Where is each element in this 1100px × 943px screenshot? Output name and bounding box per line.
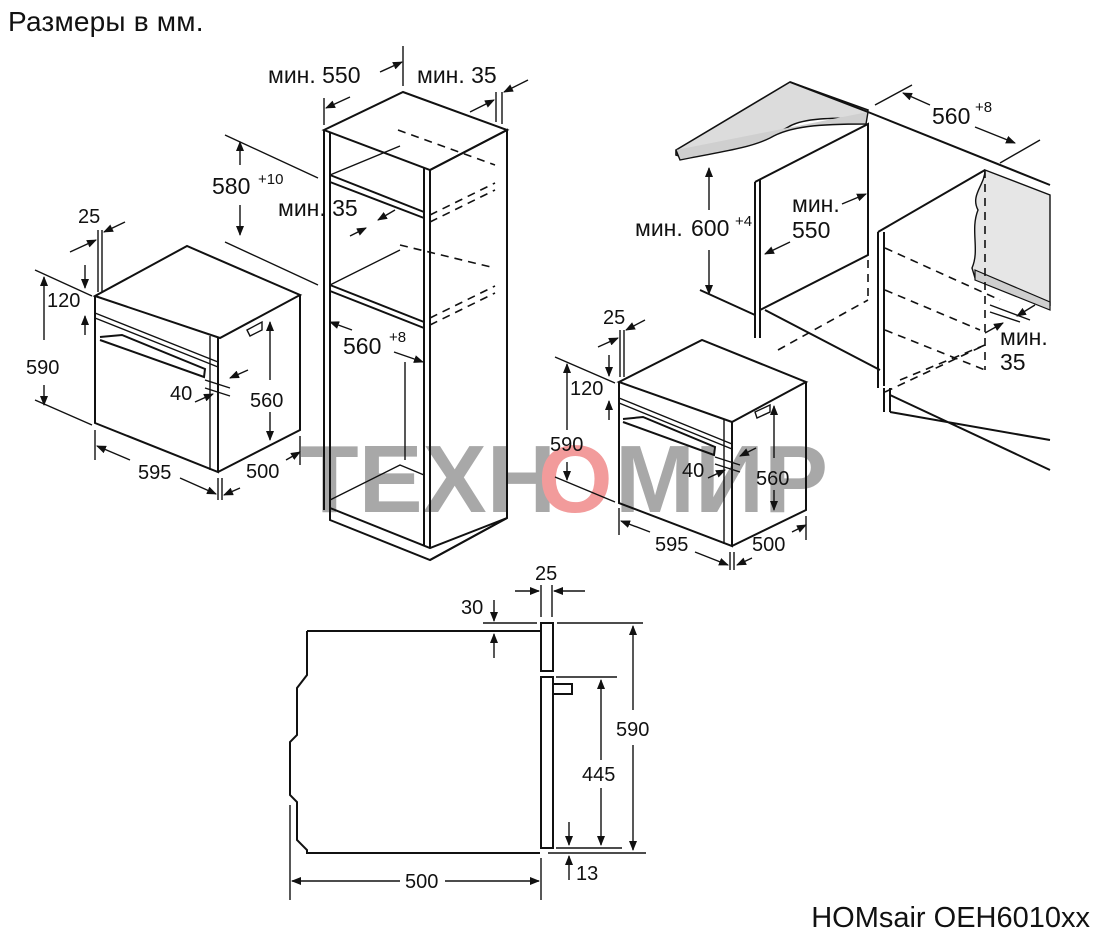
svg-text:мин.: мин. — [792, 191, 840, 217]
svg-text:580: 580 — [212, 173, 250, 199]
svg-text:560: 560 — [756, 468, 789, 490]
svg-text:560: 560 — [343, 333, 381, 359]
svg-text:30: 30 — [461, 597, 483, 619]
svg-text:+8: +8 — [389, 329, 406, 346]
svg-text:мин. 35: мин. 35 — [417, 62, 497, 88]
svg-text:13: 13 — [576, 863, 598, 885]
svg-text:595: 595 — [138, 462, 171, 484]
svg-text:35: 35 — [1000, 349, 1026, 375]
page-title: Размеры в мм. — [8, 6, 204, 37]
svg-text:мин. 550: мин. 550 — [268, 62, 361, 88]
svg-text:560: 560 — [932, 103, 970, 129]
svg-text:500: 500 — [752, 534, 785, 556]
oven-right-diagram: 25 120 590 40 560 595 500 — [550, 307, 809, 570]
svg-text:120: 120 — [47, 290, 80, 312]
svg-text:мин.: мин. — [635, 215, 683, 241]
svg-text:560: 560 — [250, 390, 283, 412]
tall-cabinet-diagram: 580 +10 мин. 550 мин. 35 мин. 35 560 +8 — [212, 46, 529, 562]
svg-text:500: 500 — [246, 461, 279, 483]
svg-text:600: 600 — [691, 215, 729, 241]
svg-text:мин.: мин. — [1000, 324, 1048, 350]
svg-text:550: 550 — [792, 217, 830, 243]
svg-text:+10: +10 — [258, 171, 283, 188]
svg-text:МИР: МИР — [615, 426, 828, 533]
svg-text:590: 590 — [616, 719, 649, 741]
model-name: HOMsair OEH6010xx — [811, 902, 1090, 934]
side-view-diagram: 25 30 590 445 13 500 — [289, 563, 649, 900]
svg-text:25: 25 — [78, 206, 100, 228]
svg-text:25: 25 — [603, 307, 625, 329]
svg-text:мин. 35: мин. 35 — [278, 195, 358, 221]
svg-text:595: 595 — [655, 534, 688, 556]
svg-text:590: 590 — [26, 357, 59, 379]
svg-text:25: 25 — [535, 563, 557, 585]
svg-text:500: 500 — [405, 871, 438, 893]
under-counter-diagram: 560 +8 мин. 600 +4 мин. 550 мин. 35 — [635, 81, 1051, 471]
svg-text:40: 40 — [170, 383, 192, 405]
svg-text:О: О — [538, 426, 613, 533]
svg-text:40: 40 — [682, 460, 704, 482]
svg-text:590: 590 — [550, 434, 583, 456]
svg-text:445: 445 — [582, 764, 615, 786]
svg-text:+8: +8 — [975, 99, 992, 116]
svg-text:+4: +4 — [735, 213, 752, 230]
svg-text:120: 120 — [570, 378, 603, 400]
svg-text:ТЕХН: ТЕХН — [300, 426, 556, 533]
oven-left-diagram: 25 120 590 40 560 595 500 — [26, 206, 303, 500]
